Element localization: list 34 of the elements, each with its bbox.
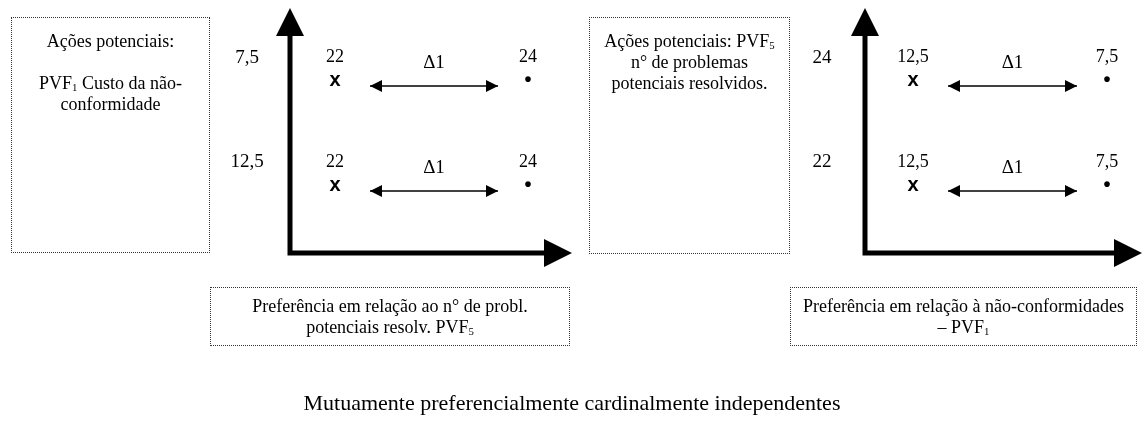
value-label: 12,5	[896, 150, 930, 172]
double-arrow	[947, 80, 1078, 92]
point-marker: •	[523, 67, 533, 91]
value-label: 24	[518, 45, 538, 67]
dotted-text-box	[589, 17, 790, 254]
value-label: 24	[518, 150, 538, 172]
point-marker: x	[906, 67, 920, 91]
double-arrow	[369, 185, 499, 197]
point-marker: •	[523, 172, 533, 196]
point-marker: x	[906, 172, 920, 196]
dotted-text-box	[11, 17, 210, 253]
axis-value: 7,5	[234, 46, 260, 68]
description: Preferência em relação à não-conformidades – PVF$_{1}$	[802, 296, 1125, 338]
axis-value: 22	[811, 150, 833, 172]
description: Ações potenciais: PVF$_{5}$ n° de problemas potenciais resolvidos.	[603, 31, 776, 94]
point-marker: •	[1102, 172, 1112, 196]
value-label: 7,5	[1094, 45, 1120, 67]
value-label: 22	[325, 45, 345, 67]
value-label: 22	[325, 150, 345, 172]
dotted-text-box	[210, 287, 570, 346]
double-arrow	[947, 185, 1078, 197]
description: PVF$_{1}$ Custo da não-conformidade	[38, 73, 183, 115]
point-marker: •	[1102, 67, 1112, 91]
point-marker: x	[328, 172, 342, 196]
axis-value: 12,5	[229, 150, 265, 172]
point-marker: x	[328, 67, 342, 91]
value-label: 12,5	[896, 45, 930, 67]
caption: Mutuamente preferencialmente cardinalmente independentes	[302, 390, 842, 416]
heading: Ações potenciais:	[45, 31, 176, 52]
description: Preferência em relação ao n° de probl. potenciais resolv. PVF$_{5}$	[251, 296, 529, 338]
axis-value: 24	[811, 46, 833, 68]
double-arrow	[369, 80, 499, 92]
dotted-text-box	[790, 287, 1137, 346]
value-label: 7,5	[1094, 150, 1120, 172]
